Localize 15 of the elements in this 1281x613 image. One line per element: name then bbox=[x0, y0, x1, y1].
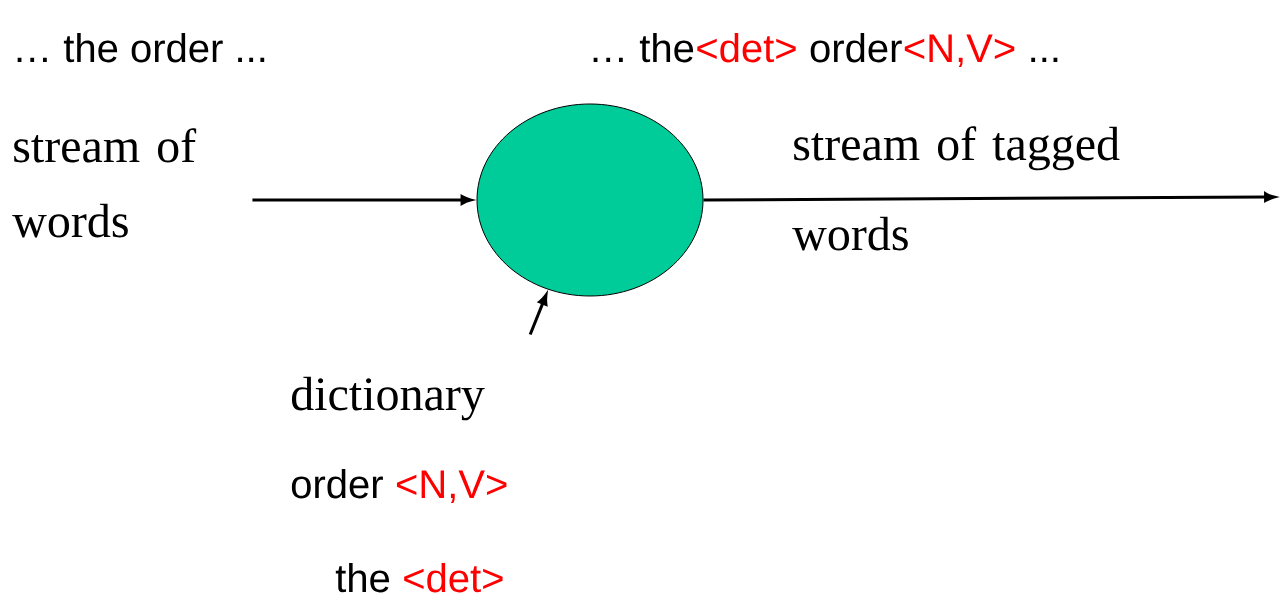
text-label: dictionary bbox=[291, 376, 485, 421]
text-label: order bbox=[291, 469, 383, 499]
arrow bbox=[528, 293, 548, 336]
tagger-circle bbox=[476, 103, 704, 297]
tag-label: <N,V> bbox=[904, 34, 1015, 68]
text-label: … the bbox=[593, 33, 694, 63]
tag-label: <det> bbox=[697, 33, 796, 63]
tag-label: <N,V> bbox=[396, 470, 507, 504]
text-label: ... bbox=[1031, 57, 1058, 62]
edge-label: stream of tagged words bbox=[792, 126, 1120, 251]
text-label: the bbox=[335, 563, 390, 593]
text-label: stream of words bbox=[12, 128, 197, 238]
text-label: order bbox=[810, 33, 902, 63]
text-label: … the order ... bbox=[17, 33, 265, 63]
tag-label: <det> bbox=[404, 563, 503, 593]
